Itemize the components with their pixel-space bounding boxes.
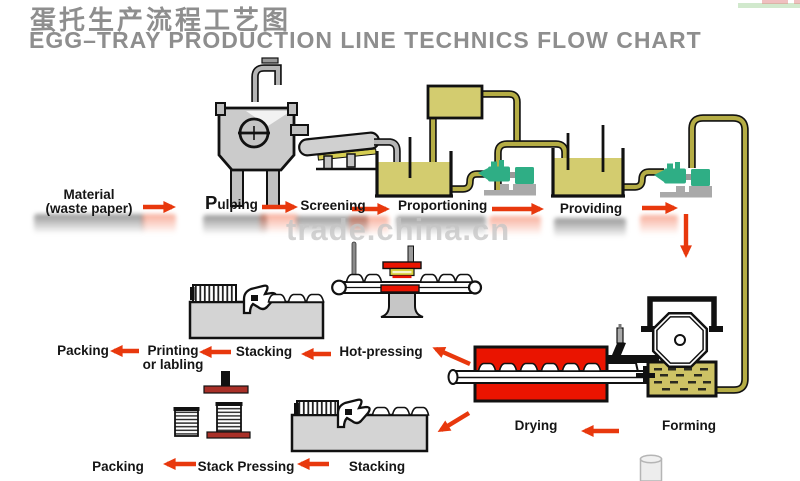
pulp-pump-1 [478, 160, 536, 196]
label-stack-pressing: Stack Pressing [197, 459, 295, 474]
page-title-chinese: 蛋托生产流程工艺图 [30, 5, 292, 35]
arrow-reflection [349, 216, 389, 240]
label-packing-top: Packing [57, 343, 109, 358]
page-title-english: EGG–TRAY PRODUCTION LINE TECHNICS FLOW C… [29, 27, 702, 53]
proportioning-tank [375, 137, 453, 198]
stack-press [173, 371, 251, 439]
label-reflection [554, 218, 626, 242]
pulper-machine [215, 102, 309, 207]
label-packing-bottom: Packing [92, 459, 144, 474]
flow-arrow-drying-stacking [437, 411, 471, 433]
label-stacking-bottom: Stacking [348, 459, 406, 474]
arrow-reflection [142, 214, 176, 238]
label-drying: Drying [514, 418, 558, 433]
label-pulping-initial: P [205, 192, 218, 213]
arrow-reflection [489, 216, 541, 240]
label-proportioning: Proportioning [398, 198, 488, 213]
stacker-lower [290, 398, 430, 453]
pulp-pump-2 [654, 162, 712, 198]
pressed-stack [216, 403, 242, 433]
watermark: trade.china.cn [286, 212, 511, 247]
tap-handle [261, 57, 279, 64]
label-pulping-rest: ulping [217, 197, 258, 212]
forming-machine [641, 296, 723, 398]
tray-stack [192, 284, 237, 303]
label-reflection [296, 216, 368, 240]
label-reflection [203, 215, 267, 239]
label-hot-pressing: Hot-pressing [339, 344, 423, 359]
corner-logo-stripe-red [762, 0, 788, 4]
label-pulping: Pulping [205, 192, 258, 213]
drying-oven [447, 345, 655, 403]
forming-frame [647, 296, 717, 329]
label-reflection [34, 214, 144, 238]
label-material-line2: (waste paper) [45, 200, 133, 216]
corner-logo-stripe-red2 [794, 0, 800, 4]
flow-arrow-drying-hotpressing [432, 346, 471, 367]
tray-stack [296, 400, 339, 416]
press-top-plate [382, 261, 422, 270]
pipes [251, 57, 749, 394]
corner-logo-stripe-green [738, 3, 800, 8]
pressed-stack [174, 408, 199, 437]
pulp-dashes [654, 368, 711, 391]
label-stacking-top: Stacking [235, 344, 293, 359]
hot-press-machine [331, 241, 483, 318]
label-screening: Screening [300, 198, 366, 213]
label-forming: Forming [662, 418, 716, 433]
stacker-upper [188, 284, 325, 340]
label-printing-line2: or labling [142, 356, 204, 372]
label-material-line1: Material [63, 187, 115, 202]
arrow-reflection [260, 214, 298, 238]
label-material: Material (waste paper) [30, 188, 148, 216]
label-printing: Printing or labling [138, 344, 208, 372]
label-printing-line1: Printing [147, 343, 199, 358]
flow-arrows [110, 201, 692, 470]
providing-tank [551, 125, 625, 198]
arrow-reflection [640, 215, 678, 239]
label-providing: Providing [559, 201, 623, 216]
support-rod [351, 241, 357, 277]
cylinder-fragment [639, 454, 663, 481]
label-reflection [396, 216, 486, 240]
elevated-tank [426, 84, 484, 120]
